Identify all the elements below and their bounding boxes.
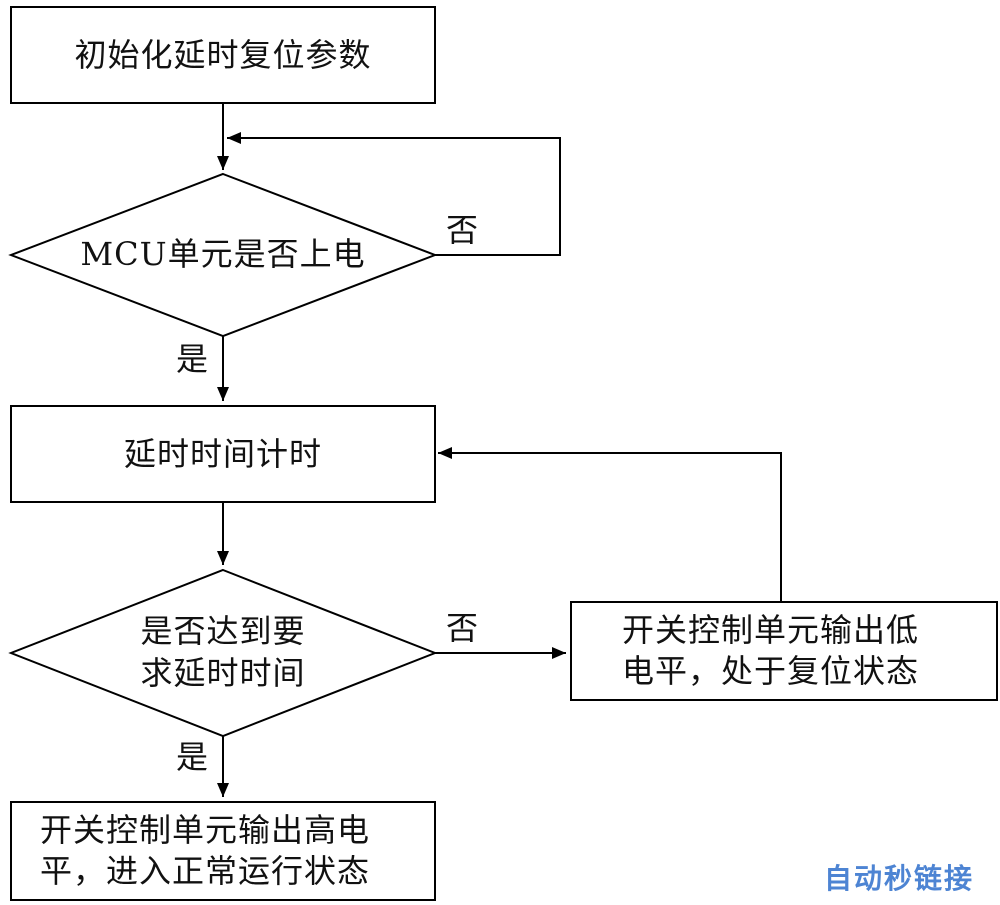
delay-timing-label: 延时时间计时 <box>123 434 322 473</box>
no-label-delay: 否 <box>446 609 480 647</box>
reach-delay-question-line2: 求延时时间 <box>140 654 306 692</box>
yes-label-delay: 是 <box>176 738 210 776</box>
no-label-mcu: 否 <box>446 211 480 249</box>
low-level-box-line1: 开关控制单元输出低 <box>622 611 920 650</box>
arrow-mcu-no-loop <box>227 132 561 256</box>
arrow-low-back-to-delay <box>438 447 782 601</box>
high-level-box-line1: 开关控制单元输出高电 <box>40 811 371 850</box>
mcu-power-question-label: MCU单元是否上电 <box>80 235 366 274</box>
low-level-box: 开关控制单元输出低 电平，处于复位状态 <box>570 601 998 701</box>
watermark-logo: 自动秒链接 <box>823 862 974 895</box>
init-box: 初始化延时复位参数 <box>10 6 436 104</box>
init-box-label: 初始化延时复位参数 <box>74 35 372 74</box>
mcu-power-question: MCU单元是否上电 <box>60 225 386 285</box>
low-level-box-line2: 电平，处于复位状态 <box>622 652 920 690</box>
high-level-box: 开关控制单元输出高电 平，进入正常运行状态 <box>10 801 436 901</box>
high-level-box-line2: 平，进入正常运行状态 <box>40 852 371 890</box>
delay-timing-box: 延时时间计时 <box>10 405 436 503</box>
yes-label-mcu: 是 <box>176 340 210 378</box>
reach-delay-question-line1: 是否达到要 <box>140 612 306 651</box>
reach-delay-question: 是否达到要 求延时时间 <box>90 603 356 703</box>
